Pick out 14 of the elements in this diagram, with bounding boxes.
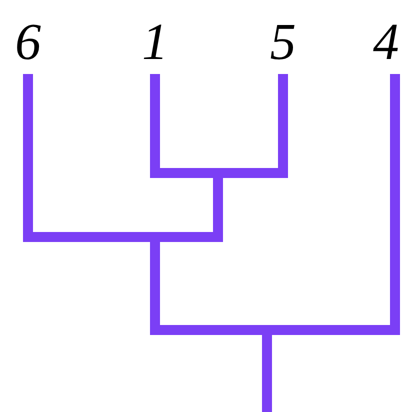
tree-branch (150, 242, 160, 325)
tree-branch (23, 74, 33, 232)
leaf-label: 6 (8, 12, 48, 74)
branch-bar (23, 232, 223, 242)
tree-branch (150, 74, 160, 168)
branch-bar (150, 325, 400, 335)
tree-branch (390, 74, 400, 325)
leaf-label: 5 (263, 12, 303, 74)
tree-branch (262, 335, 272, 412)
leaf-label: 1 (135, 12, 175, 74)
tree-branch (213, 178, 223, 232)
leaf-label: 4 (366, 12, 406, 74)
tree-branch (278, 74, 288, 168)
branch-bar (150, 168, 288, 178)
